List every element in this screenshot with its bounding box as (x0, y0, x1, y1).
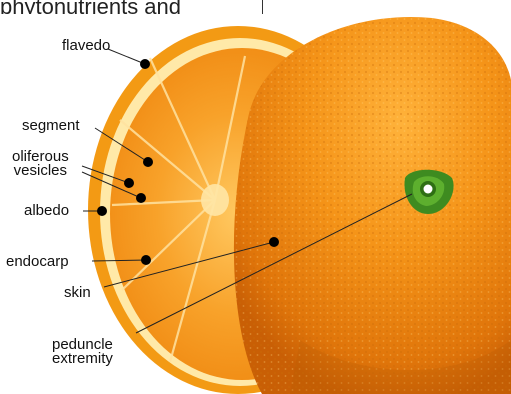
label-vesicles-line2: vesicles (12, 164, 69, 178)
label-peduncle-extremity: peduncle extremity (52, 338, 113, 366)
label-oliferous-vesicles: oliferous vesicles (12, 150, 69, 178)
core (201, 184, 229, 216)
label-flavedo: flavedo (62, 38, 110, 53)
label-albedo: albedo (24, 203, 69, 218)
label-extremity-line2: extremity (52, 352, 113, 366)
label-skin: skin (64, 285, 91, 300)
label-endocarp: endocarp (6, 254, 69, 269)
label-segment: segment (22, 118, 80, 133)
